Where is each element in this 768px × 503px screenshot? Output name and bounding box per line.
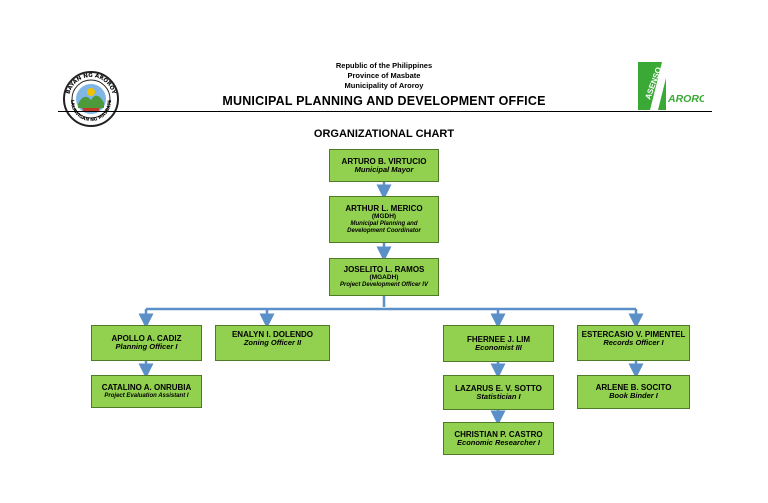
- node-name: ARLENE B. SOCITO: [595, 383, 672, 393]
- node-evaluation: CATALINO A. ONRUBIA Project Evaluation A…: [91, 375, 202, 408]
- node-position: Project Development Officer IV: [340, 281, 428, 288]
- node-name: ARTHUR L. MERICO: [345, 204, 423, 214]
- node-designation: (MGDH): [371, 213, 397, 221]
- node-zoning: ENALYN I. DOLENDO Zoning Officer II: [215, 325, 330, 361]
- node-coordinator: ARTHUR L. MERICO (MGDH) Municipal Planni…: [329, 196, 439, 243]
- node-position: Economic Researcher I: [457, 437, 540, 447]
- node-mayor: ARTURO B. VIRTUCIO Municipal Mayor: [329, 149, 439, 182]
- node-binder: ARLENE B. SOCITO Book Binder I: [577, 375, 690, 409]
- node-position: Municipal Mayor: [354, 164, 414, 174]
- node-researcher: CHRISTIAN P. CASTRO Economic Researcher …: [443, 422, 554, 455]
- node-statistician: LAZARUS E. V. SOTTO Statistician I: [443, 375, 554, 410]
- node-name: CATALINO A. ONRUBIA: [101, 383, 192, 393]
- node-name: FHERNEE J. LIM: [466, 334, 531, 344]
- node-name: ENALYN I. DOLENDO: [231, 330, 314, 339]
- node-name: JOSELITO L. RAMOS: [343, 265, 425, 275]
- node-name: ESTERCASIO V. PIMENTEL: [581, 330, 686, 339]
- node-planning: APOLLO A. CADIZ Planning Officer I: [91, 325, 202, 361]
- header-municipality: Municipality of Aroroy: [344, 81, 424, 90]
- asenso-aroroy-logo: ASENSO AROROY: [636, 60, 715, 112]
- header-divider: [58, 111, 712, 112]
- office-title: MUNICIPAL PLANNING AND DEVELOPMENT OFFIC…: [222, 94, 546, 108]
- header-province: Province of Masbate: [347, 71, 421, 80]
- node-pdo: JOSELITO L. RAMOS (MGADH) Project Develo…: [329, 258, 439, 296]
- node-position: Planning Officer I: [115, 342, 178, 352]
- node-position: Municipal Planning and Development Coord…: [347, 220, 421, 234]
- node-position: Economist III: [475, 342, 522, 352]
- node-designation: (MGADH): [369, 274, 399, 282]
- node-name: CHRISTIAN P. CASTRO: [454, 429, 543, 439]
- node-name: APOLLO A. CADIZ: [111, 334, 182, 344]
- header-republic: Republic of the Philippines: [335, 61, 433, 70]
- chart-title: ORGANIZATIONAL CHART: [313, 128, 455, 140]
- node-records: ESTERCASIO V. PIMENTEL Records Officer I: [577, 325, 690, 361]
- node-position: Statistician I: [476, 391, 521, 401]
- logo-aroroy-text: AROROY: [667, 93, 704, 105]
- node-economist: FHERNEE J. LIM Economist III: [443, 325, 554, 362]
- node-position: Project Evaluation Assistant I: [104, 392, 189, 399]
- node-name: LAZARUS E. V. SOTTO: [455, 383, 542, 393]
- node-position: Records Officer I: [603, 338, 664, 348]
- node-position: Zoning Officer II: [243, 338, 302, 348]
- node-position: Book Binder I: [609, 391, 658, 401]
- node-name: ARTURO B. VIRTUCIO: [341, 156, 427, 166]
